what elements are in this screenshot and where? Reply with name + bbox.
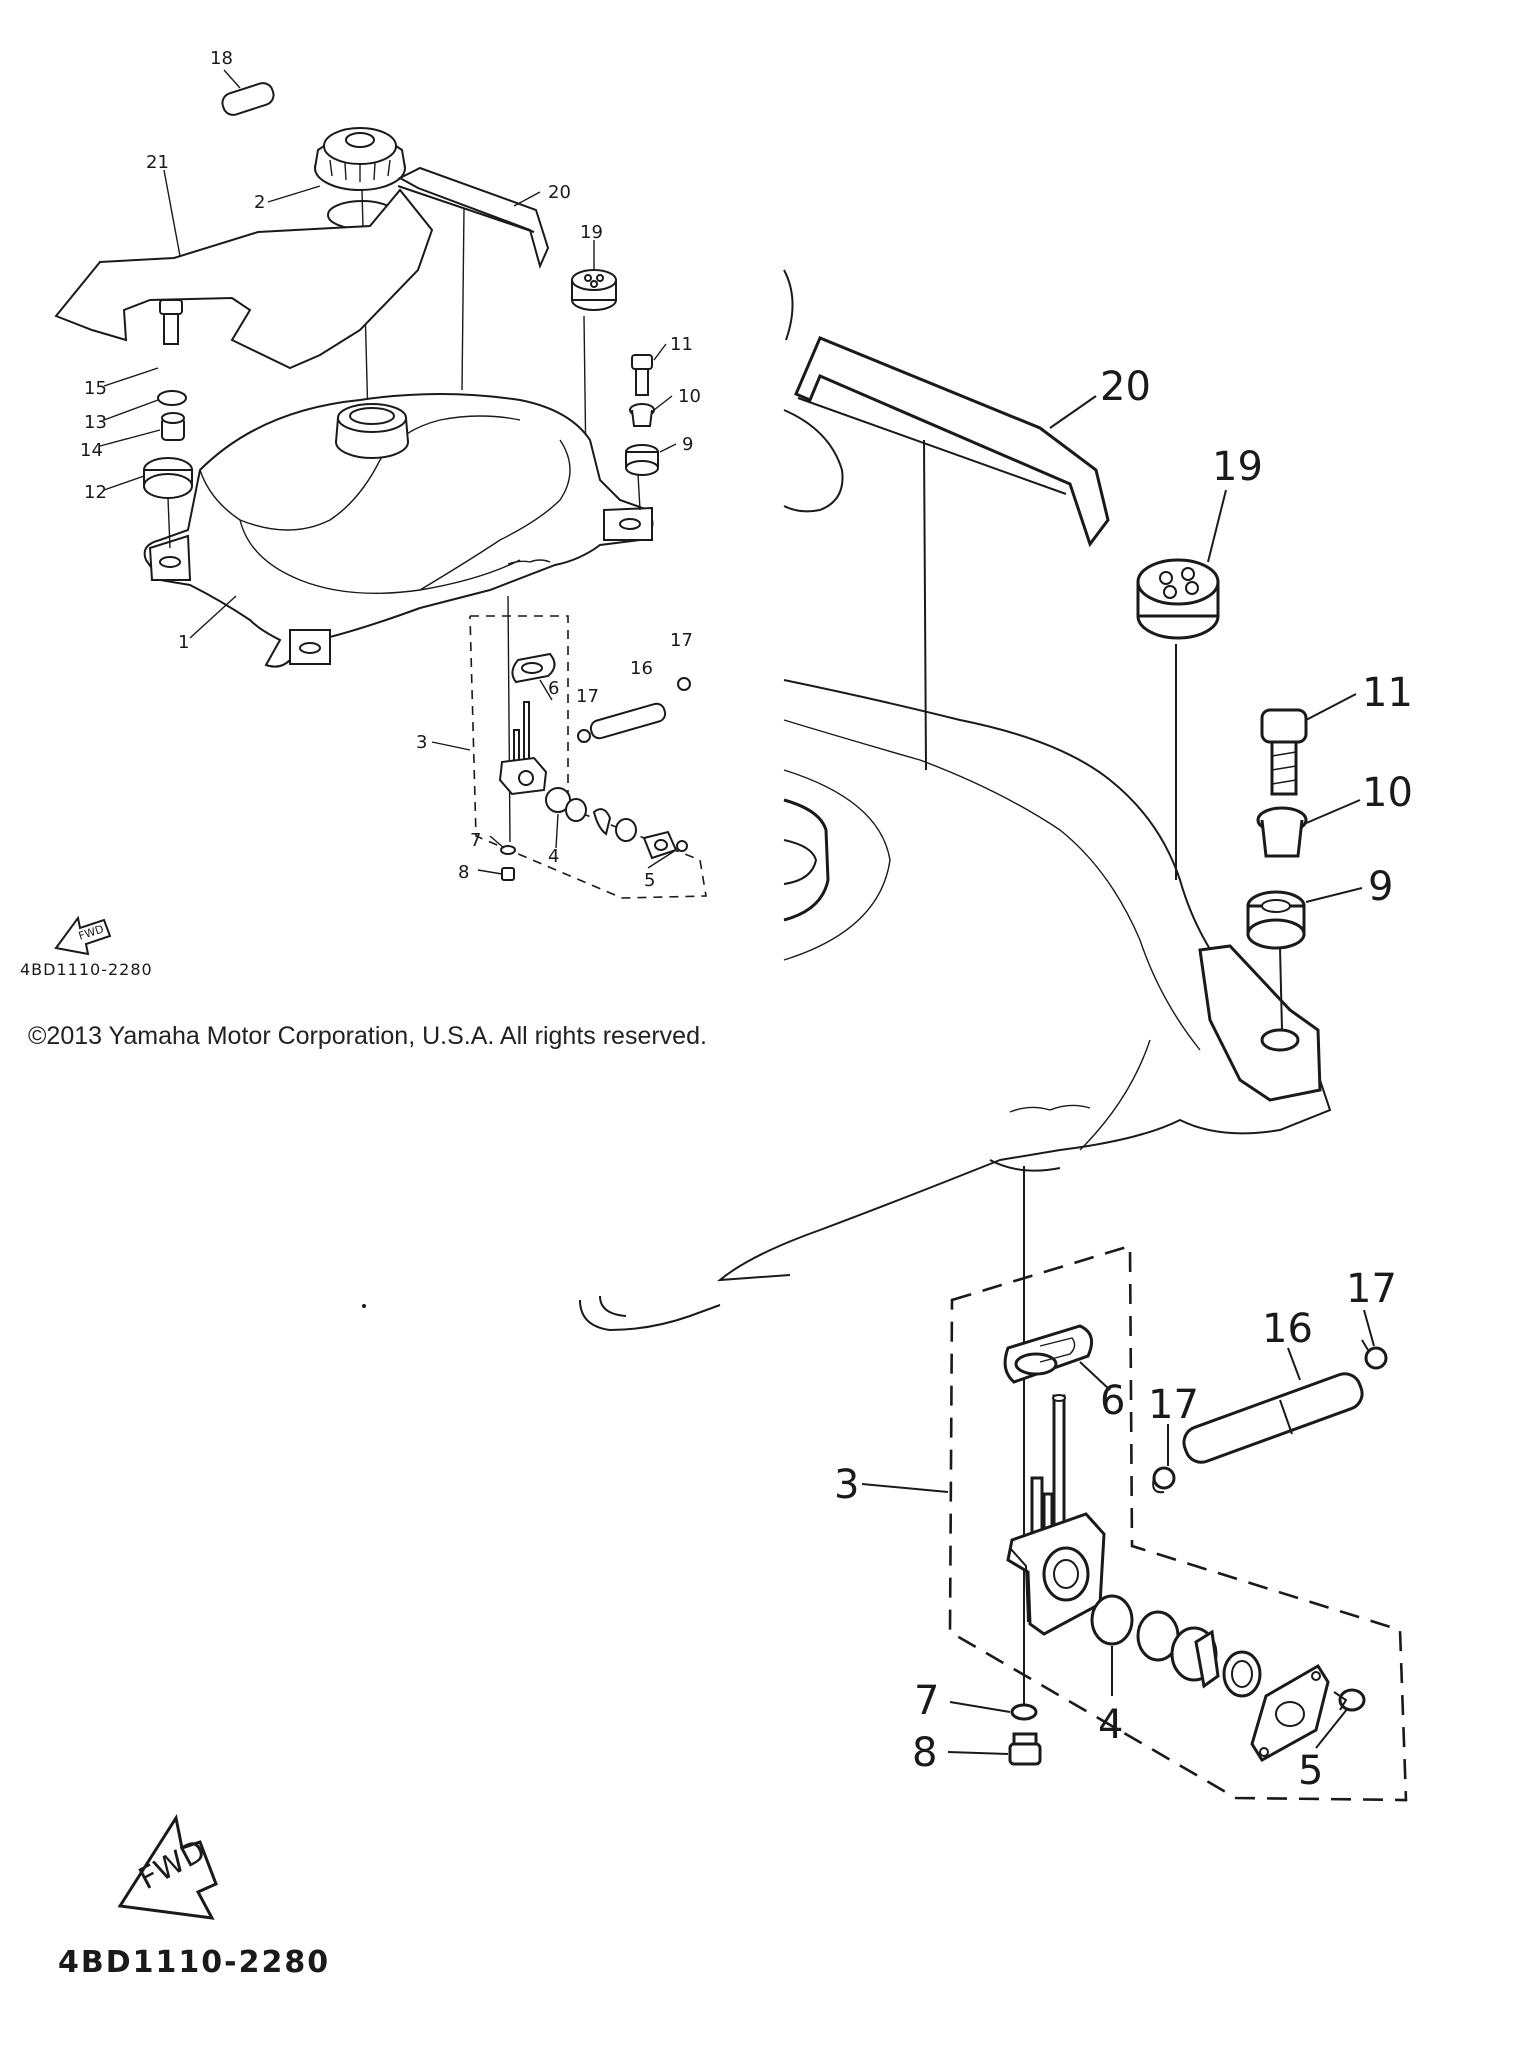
detail-diagram: 20 19 11 10 9 17 16 6 17 3 7 4 8 5 FWD [117, 269, 1413, 1920]
part-3-fuel-cock [498, 701, 548, 796]
part-1-fuel-tank [143, 393, 654, 668]
detail-leaders [861, 395, 1375, 1755]
callout-5: 5 [644, 870, 655, 891]
part-18-breather-hose [221, 69, 365, 117]
callout-20: 20 [548, 182, 571, 203]
detail-callout-6: 6 [1100, 1378, 1125, 1424]
callout-17a: 17 [670, 630, 693, 651]
copyright-notice: ©2013 Yamaha Motor Corporation, U.S.A. A… [28, 1022, 707, 1050]
detail-oring [1222, 1650, 1262, 1698]
callout-7: 7 [470, 830, 481, 851]
part-9-damper [625, 444, 659, 476]
detail-callout-7: 7 [914, 1678, 939, 1724]
detail-part-4-diaphragm [1090, 1594, 1134, 1646]
fwd-arrow-small: FWD [54, 915, 112, 956]
part-21-sheet [54, 188, 434, 370]
detail-callout-9: 9 [1368, 864, 1393, 910]
part-15-bolt [159, 299, 183, 345]
detail-callout-10: 10 [1362, 770, 1413, 816]
part-2-fuel-cap [314, 127, 406, 191]
callout-15: 15 [84, 378, 107, 399]
detail-callout-17b: 17 [1148, 1382, 1199, 1428]
detail-part-5-screw [1333, 1688, 1366, 1712]
callout-1: 1 [178, 632, 189, 653]
callout-10: 10 [678, 386, 701, 407]
detail-part-20-guard [794, 336, 1110, 548]
part-6-gasket [511, 652, 556, 684]
detail-callout-11: 11 [1362, 670, 1413, 716]
callout-4: 4 [548, 846, 559, 867]
callout-9: 9 [682, 434, 693, 455]
detail-part-7-washer [1010, 1703, 1038, 1721]
fwd-arrow-large: FWD [117, 1814, 218, 1920]
detail-part-6-gasket [1003, 1324, 1094, 1384]
detail-callout-16: 16 [1262, 1306, 1313, 1352]
detail-callout-5: 5 [1298, 1748, 1323, 1794]
part-code-small: 4BD1110-2280 [20, 960, 153, 979]
callout-16: 16 [630, 658, 653, 679]
detail-part-10-collar [1256, 806, 1308, 858]
callout-14: 14 [80, 440, 103, 461]
part-19-damper [571, 269, 617, 311]
detail-callout-8: 8 [912, 1730, 937, 1776]
callout-12: 12 [84, 482, 107, 503]
detail-part-17-clip-upper [1361, 1339, 1388, 1370]
detail-plate [1250, 1663, 1330, 1763]
part-20-guard [397, 166, 550, 269]
part-13-washer [157, 390, 187, 406]
detail-part-19-damper [1136, 558, 1220, 640]
detail-callout-19: 19 [1212, 444, 1263, 490]
detail-part-9-damper [1246, 890, 1306, 950]
detail-part-11-bolt [1260, 708, 1308, 796]
detail-callout-4: 4 [1098, 1702, 1123, 1748]
callout-8: 8 [458, 862, 469, 883]
callout-19: 19 [580, 222, 603, 243]
part-14-collar [161, 412, 185, 441]
callout-3: 3 [416, 732, 427, 753]
detail-callout-17a: 17 [1346, 1266, 1397, 1312]
overview-diagram: FWD 18 21 2 [54, 48, 707, 956]
detail-callouts: 20 19 11 10 9 17 16 6 17 3 7 4 8 5 [834, 364, 1413, 1794]
part-11-bolt [631, 354, 653, 396]
callout-2: 2 [254, 192, 265, 213]
detail-callout-3: 3 [834, 1462, 859, 1508]
detail-callout-20: 20 [1100, 364, 1151, 410]
callout-11: 11 [670, 334, 693, 355]
detail-lever [1170, 1626, 1220, 1689]
overview-leaders [99, 69, 677, 875]
overview-callouts: 18 21 2 20 19 11 10 9 15 13 14 12 1 17 1… [80, 48, 701, 891]
part-12-damper [143, 457, 193, 499]
callout-13: 13 [84, 412, 107, 433]
part-code-large: 4BD1110-2280 [58, 1945, 331, 1980]
detail-part-17-clip-lower [1152, 1466, 1176, 1494]
part-10-collar [629, 403, 655, 427]
callout-17b: 17 [576, 686, 599, 707]
stray-mark [362, 1304, 366, 1308]
detail-part-8-bolt [1008, 1732, 1042, 1766]
detail-part-16-hose [1182, 1372, 1364, 1464]
callout-18: 18 [210, 48, 233, 69]
detail-part-3-fuel-cock [1006, 1394, 1106, 1636]
callout-6: 6 [548, 678, 559, 699]
callout-21: 21 [146, 152, 169, 173]
